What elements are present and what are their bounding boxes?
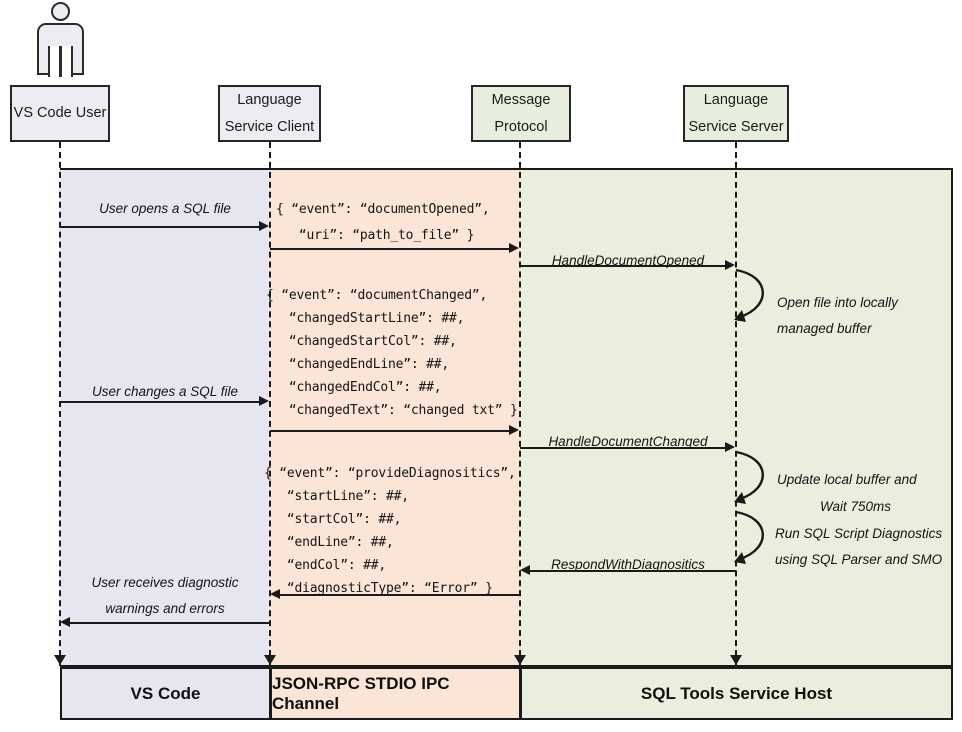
payload-document-changed-line-1: “changedStartLine”: ##, — [266, 311, 465, 326]
ipc-band — [270, 170, 520, 665]
participant-language-service-client[interactable]: Language Service Client — [218, 85, 321, 142]
footer-vs-code: VS Code — [60, 667, 271, 720]
self-loop-update-buffer — [734, 450, 764, 504]
message-arrow-client-to-protocol-changed — [270, 430, 510, 432]
message-arrowhead-left — [520, 565, 530, 575]
payload-provide-diagnostics-line-0: { “event”: “provideDiagnositics”, — [264, 466, 516, 481]
message-arrowhead-left — [270, 589, 280, 599]
participant-label-line1: Language — [237, 91, 302, 108]
payload-document-changed-line-0: { “event”: “documentChanged”, — [266, 288, 488, 303]
payload-document-opened-line-0: { “event”: “documentOpened”, — [276, 202, 490, 217]
payload-document-changed-line-2: “changedStartCol”: ##, — [266, 334, 457, 349]
message-label-handle-document-changed: HandleDocumentChanged — [548, 434, 708, 449]
payload-provide-diagnostics-line-2: “startCol”: ##, — [264, 512, 402, 527]
self-note-update-buffer-line1: Update local buffer and — [777, 472, 917, 487]
payload-provide-diagnostics-line-5: “diagnosticType”: “Error” } — [264, 581, 493, 596]
footer-ipc-channel: JSON-RPC STDIO IPC Channel — [270, 667, 521, 720]
lifeline-arrow-language-service-server — [730, 655, 742, 665]
actor-head-icon — [51, 2, 70, 21]
payload-provide-diagnostics-line-4: “endCol”: ##, — [264, 558, 387, 573]
payload-document-opened-line-1: “uri”: “path_to_file” } — [276, 228, 475, 243]
band-top-rule — [60, 168, 953, 170]
self-note-run-diagnostics-line2: using SQL Parser and SMO — [775, 552, 943, 567]
self-note-run-diagnostics-line1: Run SQL Script Diagnostics — [775, 526, 943, 541]
participant-label: VS Code User — [13, 105, 107, 122]
payload-provide-diagnostics-line-3: “endLine”: ##, — [264, 535, 394, 550]
message-label-handle-document-opened: HandleDocumentOpened — [551, 253, 705, 268]
message-arrowhead-right — [259, 221, 269, 231]
vs-code-band — [60, 170, 270, 665]
vs-code-user-actor-icon — [27, 2, 93, 78]
self-loop-open-file — [734, 268, 764, 322]
footer-label: VS Code — [130, 683, 201, 703]
message-arrowhead-right — [509, 425, 519, 435]
lifeline-language-service-server — [735, 142, 737, 666]
participant-label-line2: Service Server — [688, 118, 784, 135]
message-arrowhead-right — [509, 243, 519, 253]
lifeline-vs-code-user — [59, 142, 61, 666]
participant-label-line2: Service Client — [224, 118, 315, 135]
message-label-user-receives-diagnostics-line2: warnings and errors — [105, 601, 225, 616]
lifeline-arrow-language-service-client — [264, 655, 276, 665]
message-arrowhead-right — [259, 396, 269, 406]
payload-document-changed-line-3: “changedEndLine”: ##, — [266, 357, 450, 372]
message-arrow-client-to-protocol-open — [270, 248, 510, 250]
actor-legs-icon — [48, 46, 73, 77]
message-arrow-user-changes-sql-file — [60, 401, 260, 403]
message-arrow-handle-document-opened — [520, 265, 726, 267]
participant-label-line1: Message — [491, 91, 551, 108]
payload-provide-diagnostics-line-1: “startLine”: ##, — [264, 489, 409, 504]
message-arrowhead-right — [725, 260, 735, 270]
self-note-update-buffer-line2: Wait 750ms — [820, 499, 892, 514]
self-note-open-file-line1: Open file into locally — [777, 295, 898, 310]
self-loop-run-diagnostics — [734, 510, 764, 564]
footer-sql-tools-service-host: SQL Tools Service Host — [520, 667, 953, 720]
message-label-user-changes-sql-file: User changes a SQL file — [91, 384, 239, 399]
participant-label-line1: Language — [703, 91, 769, 108]
lifeline-arrow-vs-code-user — [54, 655, 66, 665]
lifeline-language-service-client — [269, 142, 271, 666]
payload-document-changed-line-5: “changedText”: “changed txt” } — [266, 403, 518, 418]
message-label-user-receives-diagnostics-line1: User receives diagnostic — [91, 575, 239, 590]
message-arrow-protocol-to-client — [280, 594, 520, 596]
self-note-open-file-line2: managed buffer — [777, 321, 872, 336]
participant-message-protocol[interactable]: Message Protocol — [471, 85, 571, 142]
participant-vs-code-user[interactable]: VS Code User — [10, 85, 110, 142]
message-arrow-respond-with-diagnostics — [530, 570, 736, 572]
message-arrowhead-left — [60, 617, 70, 627]
lifeline-message-protocol — [519, 142, 521, 666]
message-arrow-handle-document-changed — [520, 447, 726, 449]
footer-label: SQL Tools Service Host — [640, 683, 833, 703]
footer-label: JSON-RPC STDIO IPC Channel — [272, 673, 450, 713]
message-label-user-opens-sql-file: User opens a SQL file — [99, 201, 231, 216]
message-arrowhead-right — [725, 442, 735, 452]
band-bottom-rule — [60, 665, 953, 667]
message-arrow-user-opens-sql-file — [60, 226, 260, 228]
participant-label-line2: Protocol — [494, 118, 548, 135]
lifeline-arrow-message-protocol — [514, 655, 526, 665]
message-label-respond-with-diagnostics: RespondWithDiagnositics — [551, 557, 705, 572]
participant-language-service-server[interactable]: Language Service Server — [683, 85, 789, 142]
payload-document-changed-line-4: “changedEndCol”: ##, — [266, 380, 442, 395]
message-arrow-user-receives-diagnostics — [70, 622, 270, 624]
